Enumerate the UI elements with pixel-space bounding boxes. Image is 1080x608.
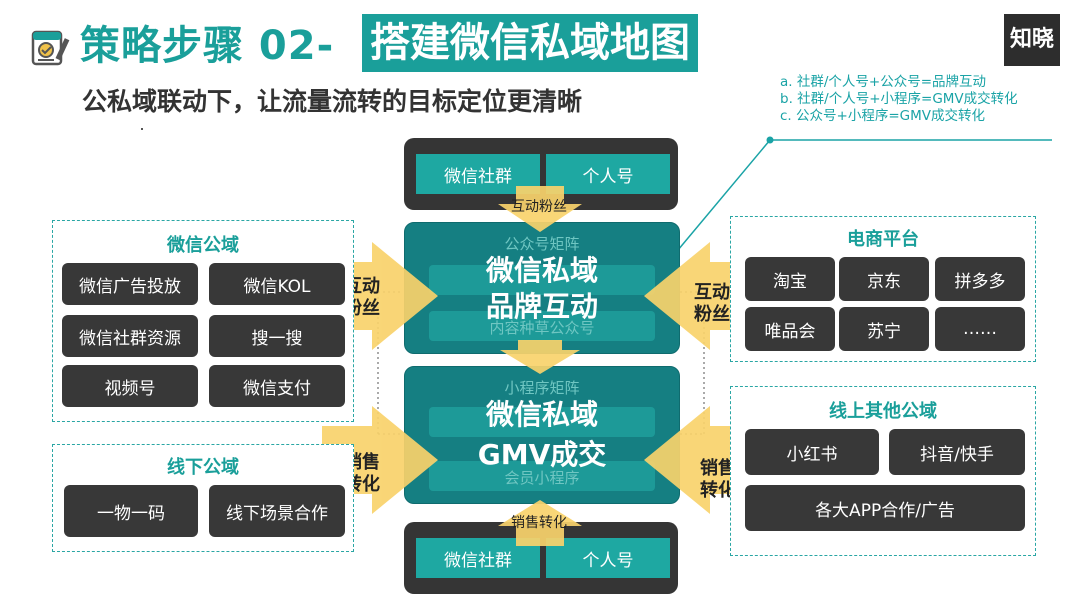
panel-title: 线下公域 — [167, 457, 239, 478]
ghost-label: 会员小程序 — [504, 469, 580, 487]
pinduoduo-item[interactable]: 拼多多 — [935, 257, 1025, 301]
offline-public-panel: 线下公域 一物一码 线下场景合作 — [52, 444, 354, 552]
ghost-bar — [429, 407, 655, 437]
top-arrow-label: 互动粉丝 — [511, 199, 567, 215]
stray-dot — [141, 128, 143, 130]
center-brand-box: 公众号矩阵 内容种草公众号 微信私域 品牌互动 — [404, 222, 680, 354]
ghost-label: 公众号矩阵 — [504, 235, 580, 253]
bottom-arrow-label: 销售转化 — [511, 515, 567, 531]
ghost-bar — [429, 265, 655, 295]
channels-item[interactable]: 视频号 — [62, 365, 198, 407]
bottom-private-box: 微信社群 个人号 — [404, 522, 678, 594]
ghost-bar — [429, 461, 655, 491]
panel-title: 微信公域 — [167, 235, 239, 256]
page-title: 策略步骤 02- — [80, 23, 335, 69]
vipshop-item[interactable]: 唯品会 — [745, 307, 835, 351]
ghost-label: 小程序矩阵 — [504, 379, 580, 397]
page-title-highlight: 搭建微信私域地图 — [362, 14, 698, 72]
xiaohongshu-item[interactable]: 小红书 — [745, 429, 879, 475]
panel-title: 电商平台 — [847, 229, 919, 250]
ecommerce-panel: 电商平台 淘宝 京东 拼多多 唯品会 苏宁 …… — [730, 216, 1036, 362]
taobao-item[interactable]: 淘宝 — [745, 257, 835, 301]
wechat-search-item[interactable]: 搜一搜 — [209, 315, 345, 357]
top-personal-account[interactable]: 个人号 — [546, 154, 670, 194]
ghost-label: 内容种草公众号 — [489, 319, 595, 337]
one-item-one-code[interactable]: 一物一码 — [64, 485, 198, 537]
bottom-personal-account[interactable]: 个人号 — [546, 538, 670, 578]
wechat-pay-item[interactable]: 微信支付 — [209, 365, 345, 407]
center-title-line1: 微信私域 — [485, 398, 598, 431]
more-item[interactable]: …… — [935, 307, 1025, 351]
offline-scene-coop[interactable]: 线下场景合作 — [209, 485, 345, 537]
jd-item[interactable]: 京东 — [839, 257, 929, 301]
note-item: a. 社群/个人号+公众号=品牌互动 — [780, 74, 987, 90]
right-bottom-arrow-label: 销售转化 — [700, 458, 736, 501]
douyin-kuaishou-item[interactable]: 抖音/快手 — [889, 429, 1025, 475]
app-ads-item[interactable]: 各大APP合作/广告 — [745, 485, 1025, 531]
wechat-group-resource-item[interactable]: 微信社群资源 — [62, 315, 198, 357]
checklist-icon — [31, 30, 70, 66]
center-title-line2: 品牌互动 — [485, 290, 598, 323]
notes-list: a. 社群/个人号+公众号=品牌互动 b. 社群/个人号+小程序=GMV成交转化… — [780, 74, 1018, 125]
wechat-kol-item[interactable]: 微信KOL — [209, 263, 345, 305]
center-title-line2: GMV成交 — [477, 438, 607, 471]
right-top-arrow-label: 互动粉丝 — [694, 282, 730, 325]
wechat-public-panel: 微信公域 微信广告投放 微信KOL 微信社群资源 搜一搜 视频号 微信支付 — [52, 220, 354, 422]
note-item: b. 社群/个人号+小程序=GMV成交转化 — [780, 91, 1018, 107]
wechat-ads-item[interactable]: 微信广告投放 — [62, 263, 198, 305]
suning-item[interactable]: 苏宁 — [839, 307, 929, 351]
ghost-bar — [429, 311, 655, 341]
other-online-panel: 线上其他公域 小红书 抖音/快手 各大APP合作/广告 — [730, 386, 1036, 556]
center-title-line1: 微信私域 — [485, 254, 598, 287]
panel-title: 线上其他公域 — [829, 401, 937, 422]
brand-logo: 知晓 — [1004, 14, 1060, 66]
page-subtitle: 公私域联动下，让流量流转的目标定位更清晰 — [82, 87, 583, 116]
note-item: c. 公众号+小程序=GMV成交转化 — [780, 108, 985, 124]
